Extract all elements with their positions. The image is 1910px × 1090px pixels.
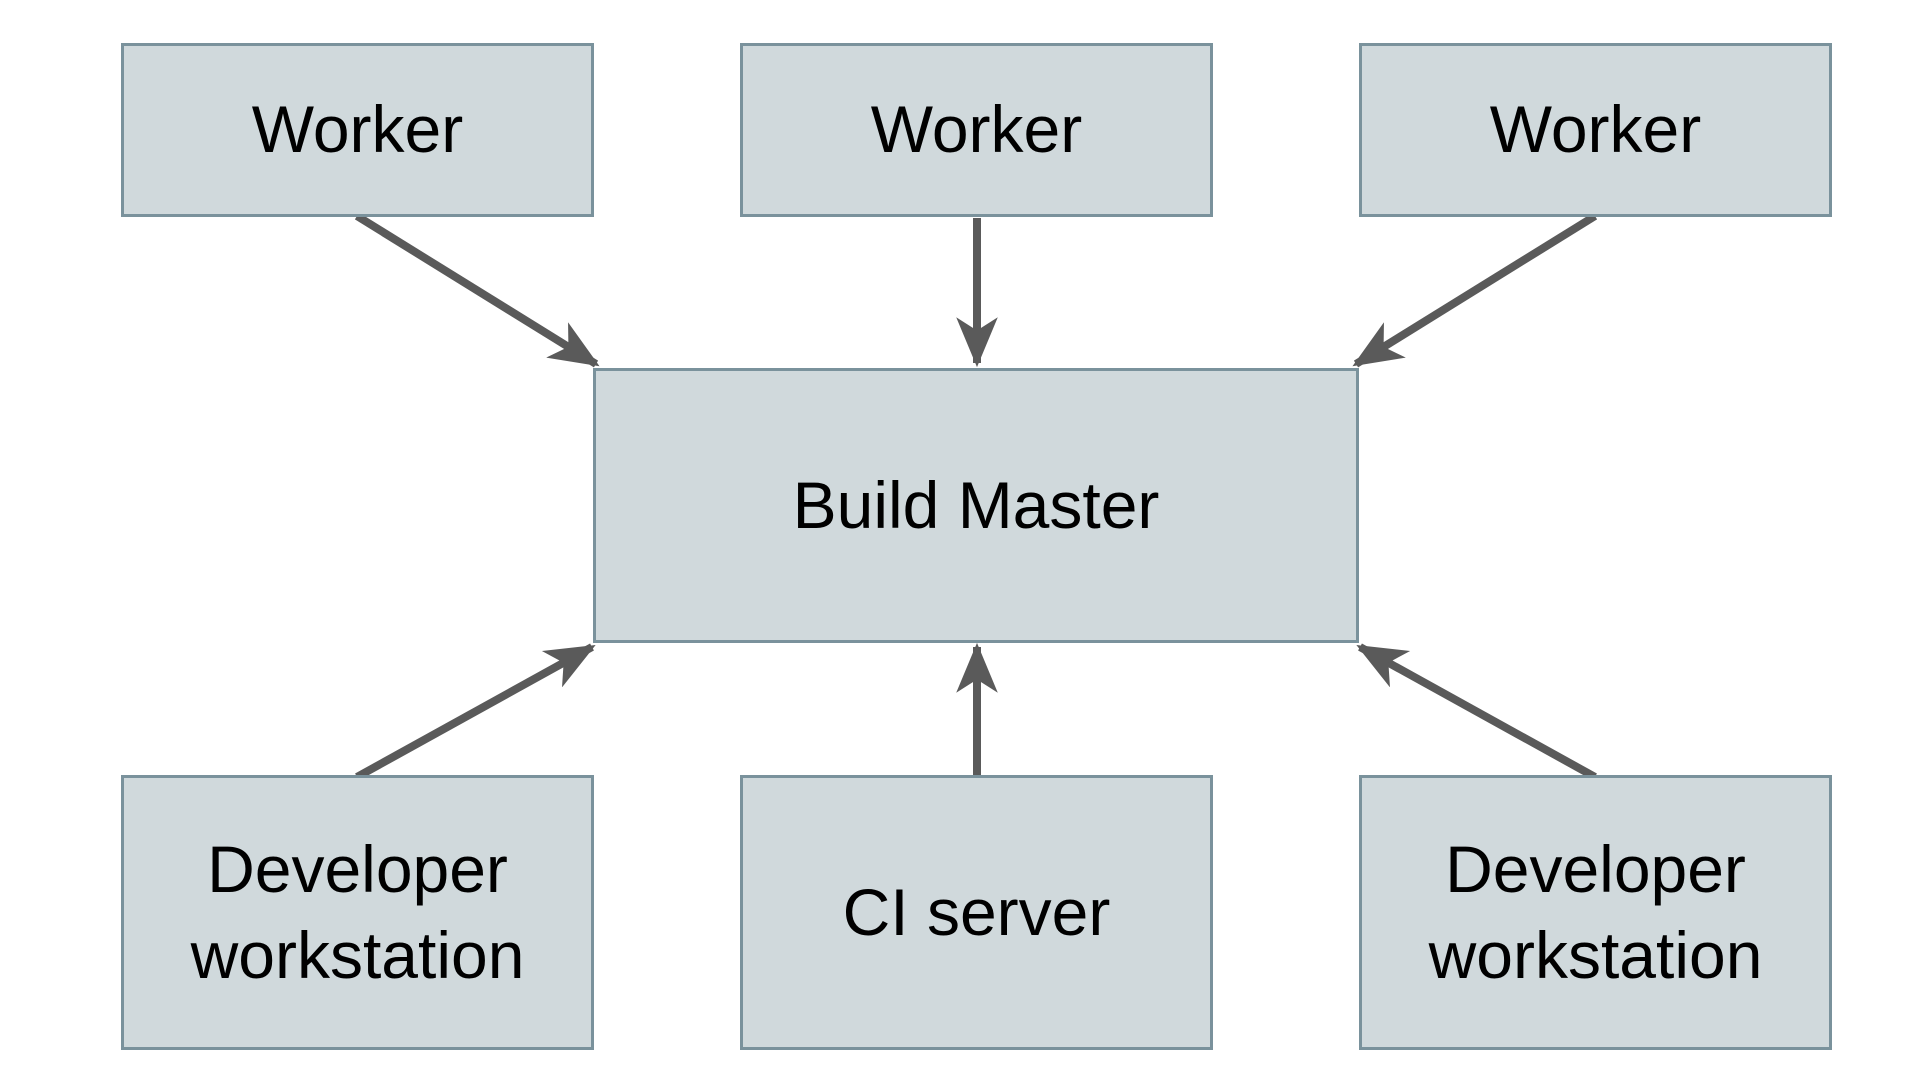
node-build-master-label: Build Master — [792, 467, 1160, 542]
node-developer-workstation-right: Developer workstation — [1359, 775, 1832, 1050]
node-developer-workstation-left: Developer workstation — [121, 775, 594, 1050]
node-build-master: Build Master — [593, 368, 1359, 643]
arrow-worker-right-to-build-master — [1352, 212, 1598, 368]
node-developer-workstation-right-label: Developer workstation — [1428, 831, 1763, 992]
node-worker-center-label: Worker — [870, 92, 1083, 167]
node-worker-right: Worker — [1359, 43, 1832, 217]
node-worker-right-label: Worker — [1489, 92, 1702, 167]
node-worker-center: Worker — [740, 43, 1213, 217]
node-worker-left-label: Worker — [251, 92, 464, 167]
node-ci-server: CI server — [740, 775, 1213, 1050]
node-developer-workstation-left-label: Developer workstation — [190, 831, 525, 992]
arrow-worker-left-to-build-master — [354, 212, 600, 368]
arrow-dev-left-to-build-master — [355, 643, 596, 781]
node-worker-left: Worker — [121, 43, 594, 217]
node-ci-server-label: CI server — [842, 874, 1111, 949]
arrow-dev-right-to-build-master — [1356, 643, 1597, 781]
